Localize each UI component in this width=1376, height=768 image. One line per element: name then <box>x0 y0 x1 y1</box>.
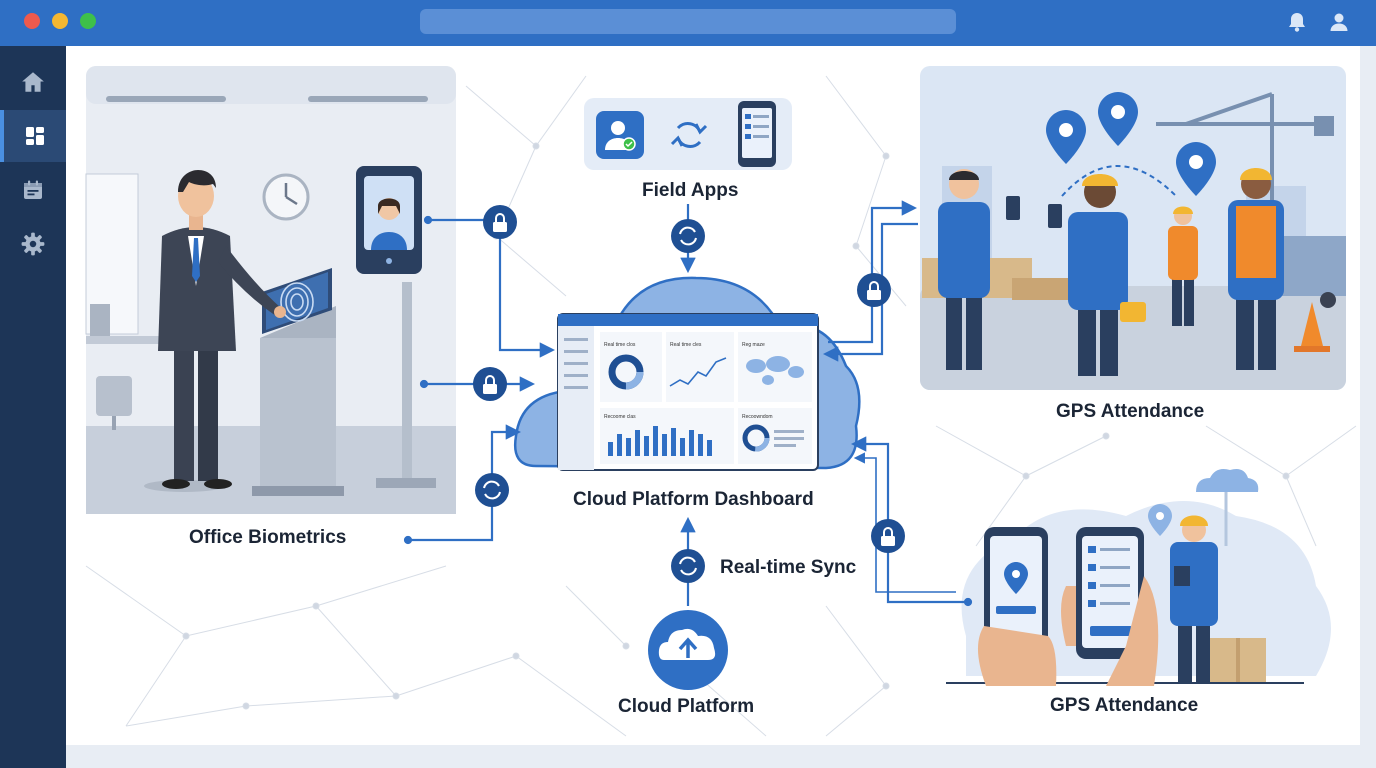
cloud-dashboard-illustration: Real time clos Real time cles Reg maze <box>513 276 861 471</box>
gear-icon <box>21 232 45 256</box>
calendar-icon <box>24 180 42 199</box>
sidebar-item-calendar[interactable] <box>0 164 66 216</box>
office-biometrics-illustration <box>85 66 456 514</box>
sidebar-item-dashboard[interactable] <box>0 110 66 162</box>
location-pin-icon <box>1148 504 1172 536</box>
panel-title-text: Reg maze <box>742 342 765 348</box>
minimize-window-button[interactable] <box>52 13 68 29</box>
title-bar <box>0 0 1376 46</box>
sync-icon <box>671 219 705 253</box>
bell-icon[interactable] <box>1285 10 1309 34</box>
fingerprint-icon <box>280 282 314 322</box>
clock-icon <box>262 173 310 221</box>
diagram-canvas: Real time clos Real time cles Reg maze <box>66 46 1360 745</box>
field-apps-illustration <box>584 98 792 170</box>
field-apps-label: Field Apps <box>642 180 739 201</box>
cloud-upload-icon[interactable] <box>648 610 728 690</box>
gps-attendance-site-illustration <box>920 66 1346 390</box>
real-time-sync-label: Real-time Sync <box>720 557 857 578</box>
panel-title-text: Real time cles <box>670 342 702 348</box>
gps-attendance-mobile-illustration <box>946 469 1331 686</box>
user-icon[interactable] <box>1327 10 1351 34</box>
user-check-icon <box>596 111 644 159</box>
cloud-platform-label: Cloud Platform <box>618 696 755 717</box>
world-map-icon <box>746 356 804 385</box>
smartphone-icon <box>738 101 776 167</box>
location-pin-icon <box>1046 110 1086 164</box>
lock-icon <box>483 205 517 239</box>
sync-icon <box>671 549 705 583</box>
lock-icon <box>473 367 507 401</box>
close-window-button[interactable] <box>24 13 40 29</box>
panel-title-text: Recoome clas <box>604 414 636 420</box>
sync-icon <box>475 473 509 507</box>
gps-attendance-top-label: GPS Attendance <box>1056 401 1205 422</box>
dashboard-icon <box>26 127 44 145</box>
office-biometrics-label: Office Biometrics <box>189 527 347 548</box>
home-icon <box>22 72 44 92</box>
dashboard-label: Cloud Platform Dashboard <box>573 489 814 510</box>
sidebar-item-home[interactable] <box>0 56 66 108</box>
window-bottom-edge <box>66 745 1376 768</box>
gps-attendance-bottom-label: GPS Attendance <box>1050 695 1199 716</box>
lock-icon <box>857 273 891 307</box>
donut-chart-icon <box>608 354 644 390</box>
panel-title-text: Real time clos <box>604 342 636 348</box>
maximize-window-button[interactable] <box>80 13 96 29</box>
ring-chart-icon <box>742 424 804 452</box>
lock-icon <box>871 519 905 553</box>
bar-chart-icon <box>608 426 712 456</box>
background-network <box>85 75 1357 737</box>
location-pin-icon <box>1098 92 1138 146</box>
panel-title-text: Recoowndom <box>742 414 773 420</box>
address-bar[interactable] <box>420 9 956 34</box>
sidebar-item-settings[interactable] <box>0 218 66 270</box>
sidebar <box>0 46 66 768</box>
line-chart-icon <box>669 357 727 387</box>
window-right-edge <box>1360 46 1376 768</box>
location-pin-icon <box>1004 562 1028 594</box>
diagram-svg: Real time clos Real time cles Reg maze <box>85 66 1357 737</box>
location-pin-icon <box>1176 142 1216 196</box>
sync-icon <box>670 122 708 148</box>
